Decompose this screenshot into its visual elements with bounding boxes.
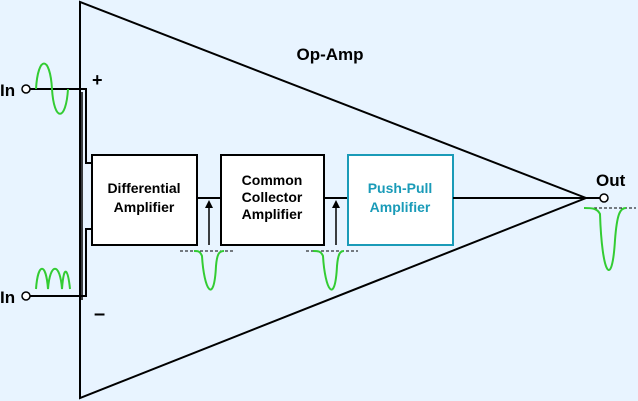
input-minus-terminal — [21, 291, 31, 301]
probe-arrowhead-1 — [205, 200, 213, 208]
input-plus-label: In — [0, 81, 15, 100]
input-minus-waveform — [35, 267, 71, 290]
output-waveform — [583, 207, 627, 272]
waveform-1 — [193, 250, 225, 291]
input-minus-label: In — [0, 288, 15, 307]
common-collector-block — [220, 154, 325, 246]
op-amp-title: Op-Amp — [296, 45, 363, 64]
differential-amplifier-label-1: Differential — [107, 180, 180, 196]
differential-amplifier-label-2: Amplifier — [114, 199, 175, 215]
output-label: Out — [596, 171, 626, 190]
push-pull-label-2: Amplifier — [370, 199, 431, 215]
common-collector-label-1: Common — [242, 172, 303, 188]
probe-arrowhead-2 — [332, 200, 340, 208]
differential-amplifier-block — [91, 154, 198, 246]
minus-sign: – — [94, 303, 105, 325]
op-amp-triangle — [79, 0, 589, 400]
push-pull-label-1: Push-Pull — [368, 180, 433, 196]
input-plus-waveform — [35, 62, 69, 115]
common-collector-label-3: Amplifier — [242, 206, 303, 222]
input-plus-wire — [30, 88, 92, 164]
input-plus-terminal — [21, 84, 31, 94]
push-pull-block — [347, 154, 454, 246]
common-collector-label-2: Collector — [242, 189, 303, 205]
input-minus-wire — [30, 228, 92, 297]
output-terminal — [599, 193, 609, 203]
waveform-2 — [312, 250, 345, 291]
plus-sign: + — [92, 70, 103, 90]
